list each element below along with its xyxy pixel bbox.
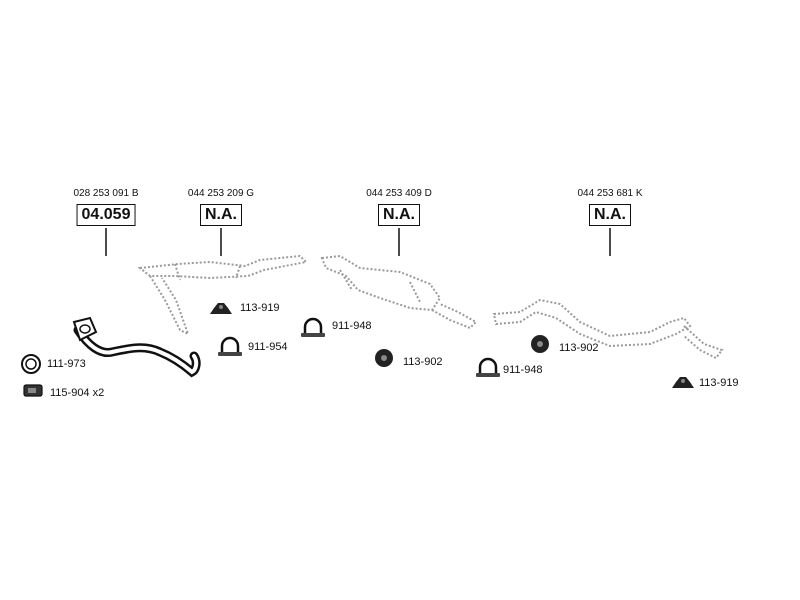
front-silencer xyxy=(137,254,309,337)
accessory-label-bracket[interactable]: 115-904 x2 xyxy=(50,387,105,399)
accessory-label-clamp[interactable]: 911-948 xyxy=(332,320,372,332)
oe-number-front-pipe: 028 253 091 B xyxy=(73,188,139,199)
oe-number-front-silencer: 044 253 209 G xyxy=(187,188,255,199)
part-number-front-silencer[interactable]: N.A. xyxy=(200,204,242,226)
rubber-mount-icon xyxy=(672,377,694,388)
gasket-ring-icon xyxy=(21,354,41,374)
part-number-middle-silencer[interactable]: N.A. xyxy=(378,204,420,226)
accessory-label-rubber-mount[interactable]: 113-919 xyxy=(699,377,739,389)
accessory-label-clamp[interactable]: 911-954 xyxy=(248,341,288,353)
u-clamp-icon xyxy=(301,317,325,337)
accessory-label-rubber-mount[interactable]: 113-919 xyxy=(240,302,280,314)
accessory-label-rubber-ring[interactable]: 113-902 xyxy=(559,342,599,354)
accessory-label-rubber-ring[interactable]: 113-902 xyxy=(403,356,443,368)
accessory-label-gasket[interactable]: 111-973 xyxy=(47,358,86,370)
rubber-ring-icon xyxy=(375,349,393,367)
rear-silencer xyxy=(492,298,724,360)
bracket-icon xyxy=(23,384,43,397)
rubber-mount-icon xyxy=(210,303,232,314)
u-clamp-icon xyxy=(218,336,242,356)
part-number-rear-silencer[interactable]: N.A. xyxy=(589,204,631,226)
u-clamp-icon xyxy=(476,357,500,377)
front-pipe xyxy=(72,316,201,378)
oe-number-middle-silencer: 044 253 409 D xyxy=(366,188,432,199)
accessory-label-clamp[interactable]: 911-948 xyxy=(503,364,543,376)
part-number-front-pipe[interactable]: 04.059 xyxy=(76,204,136,226)
oe-number-rear-silencer: 044 253 681 K xyxy=(577,188,643,199)
middle-silencer xyxy=(320,254,478,330)
rubber-ring-icon xyxy=(531,335,549,353)
